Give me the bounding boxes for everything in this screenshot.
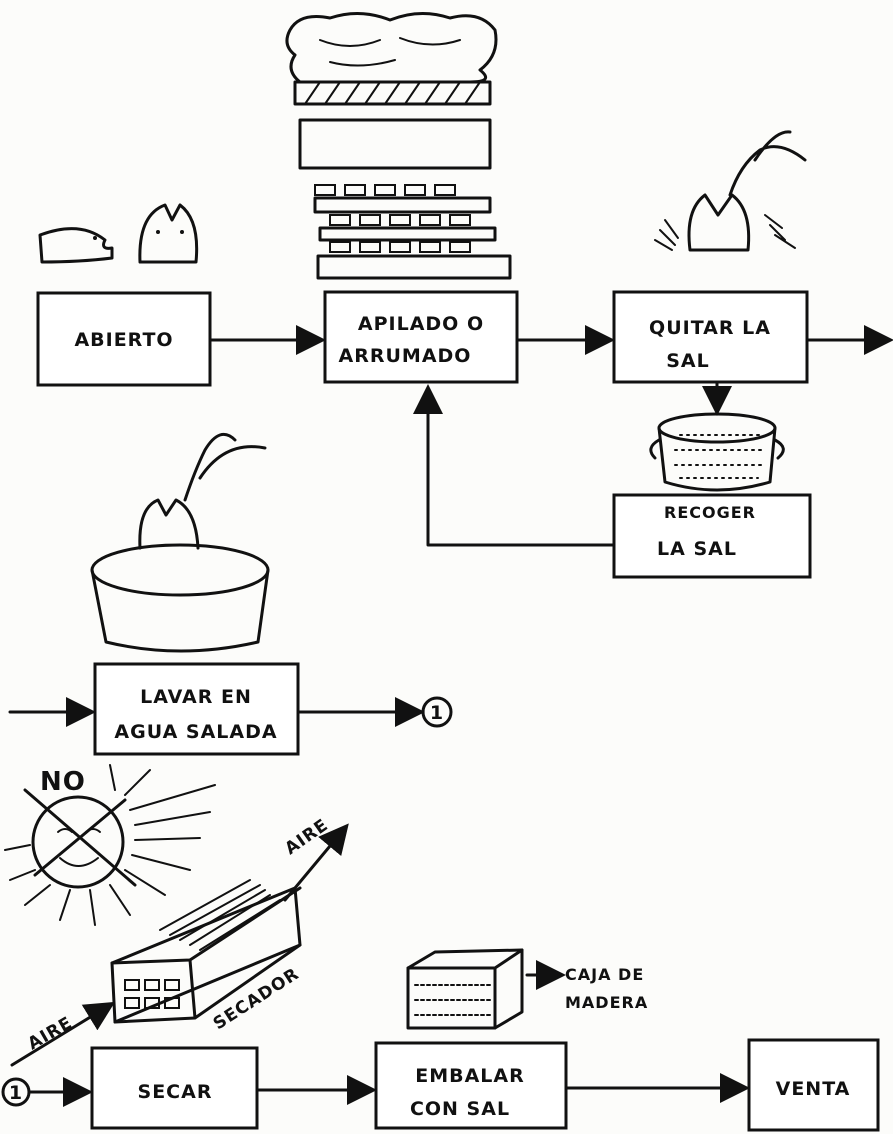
air-inlet-arrow (10, 1001, 116, 1067)
box-secar: SECAR (90, 1046, 259, 1130)
apilado-label-line1: APILADO O (358, 313, 484, 335)
flow-arrows (8, 325, 893, 1107)
stacked-fish-illustration (285, 12, 512, 280)
secar-label: SECAR (138, 1081, 213, 1103)
apilado-label-line2: ARRUMADO (339, 345, 472, 367)
salt-pot-illustration (649, 412, 785, 492)
abierto-label: ABIERTO (74, 329, 173, 351)
air-outlet-arrow (283, 823, 349, 902)
box-venta: VENTA (747, 1038, 880, 1132)
connector-1-in: 1 (1, 1077, 31, 1107)
fish-fillet-illustration (38, 227, 114, 264)
caja-label-line1: CAJA DE (565, 965, 644, 984)
box-apilado: APILADO O ARRUMADO (323, 290, 519, 384)
lavar-label-line1: LAVAR EN (140, 686, 252, 708)
wooden-box-illustration (406, 948, 524, 1030)
washing-bucket-illustration (90, 432, 270, 653)
venta-label: VENTA (776, 1078, 851, 1100)
embalar-label-line1: EMBALAR (415, 1065, 525, 1087)
crossed-sun-icon: NO (4, 764, 216, 926)
quitar-label-line2: SAL (666, 350, 710, 372)
recoger-label-line1: RECOGER (664, 503, 756, 522)
box-embalar: EMBALAR CON SAL (374, 1041, 568, 1130)
recoger-label-line2: LA SAL (657, 538, 737, 560)
svg-text:1: 1 (430, 702, 444, 724)
box-quitar-sal: QUITAR LA SAL (612, 290, 809, 384)
quitar-label-line1: QUITAR LA (649, 317, 771, 339)
box-lavar: LAVAR EN AGUA SALADA (93, 662, 300, 756)
hand-shaking-fish-illustration (654, 130, 807, 252)
air-in-label: AIRE (25, 1013, 77, 1054)
no-label: NO (40, 767, 86, 797)
opened-fish-illustration (138, 203, 199, 264)
caja-label-line2: MADERA (565, 993, 648, 1012)
arrow-recoger-apilado (413, 384, 616, 547)
embalar-label-line2: CON SAL (410, 1098, 510, 1120)
box-recoger-sal: RECOGER LA SAL (612, 493, 812, 579)
box-abierto: ABIERTO (36, 291, 212, 387)
connector-1-out: 1 (421, 696, 453, 728)
svg-text:1: 1 (9, 1082, 23, 1104)
lavar-label-line2: AGUA SALADA (114, 721, 277, 743)
